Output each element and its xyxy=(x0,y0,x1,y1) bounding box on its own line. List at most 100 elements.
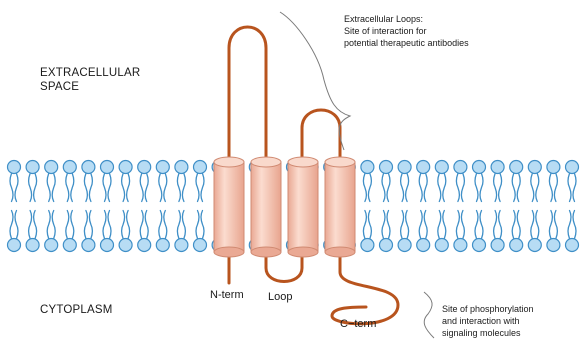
extracellular-loops-brace xyxy=(280,12,350,150)
lipid-tail xyxy=(34,174,37,202)
lipid-head xyxy=(417,161,430,174)
lipid-head xyxy=(380,239,393,252)
lipid-tail xyxy=(531,174,534,202)
lipid-tail xyxy=(201,211,204,239)
lipid-tail xyxy=(140,211,143,239)
lipid-tail xyxy=(406,174,409,202)
lipid-tail xyxy=(29,174,32,202)
lipid-head xyxy=(510,239,523,252)
cytoplasm-label: CYTOPLASM xyxy=(40,304,113,316)
lipid-tail xyxy=(401,211,404,239)
lipid-tail xyxy=(122,211,125,239)
helix-body xyxy=(214,162,244,252)
helix-bottom-cap xyxy=(214,247,244,257)
lipid-tail xyxy=(475,211,478,239)
c-term-label: C−term xyxy=(340,318,376,330)
helix-bottom-cap xyxy=(251,247,281,257)
lipid-tail xyxy=(480,211,483,239)
lipid-tail xyxy=(127,211,130,239)
lipid-tail xyxy=(494,211,497,239)
lipid-tail xyxy=(461,174,464,202)
lipid-tail xyxy=(34,211,37,239)
lipid-head xyxy=(138,161,151,174)
lipid-head xyxy=(26,161,39,174)
lipid-head xyxy=(156,239,169,252)
lipid-head xyxy=(454,239,467,252)
lipid-tail xyxy=(536,174,539,202)
lipid-tail xyxy=(10,211,13,239)
lipid-tail xyxy=(363,211,366,239)
lipid-head xyxy=(491,161,504,174)
lipid-head xyxy=(101,161,114,174)
lipid-head xyxy=(63,161,76,174)
lipid-head xyxy=(194,239,207,252)
lipid-tail xyxy=(554,174,557,202)
lipid-tail xyxy=(494,174,497,202)
lipid-tail xyxy=(517,211,520,239)
lipid-tail xyxy=(387,174,390,202)
c-term-tail xyxy=(332,248,398,324)
lipid-head xyxy=(417,239,430,252)
helix-1 xyxy=(214,157,244,257)
lipid-head xyxy=(566,239,579,252)
lipid-head xyxy=(26,239,39,252)
lipid-tail xyxy=(443,174,446,202)
lipid-tail xyxy=(164,174,167,202)
lipid-head xyxy=(361,239,374,252)
lipid-tail xyxy=(549,174,552,202)
lipid-tail xyxy=(363,174,366,202)
lipid-tail xyxy=(382,174,385,202)
transmembrane-helices xyxy=(214,157,355,257)
lipid-head xyxy=(45,239,58,252)
lipid-tail xyxy=(549,211,552,239)
lipid-head xyxy=(194,161,207,174)
lipid-head xyxy=(510,161,523,174)
lipid-tail xyxy=(145,211,148,239)
lipid-tail xyxy=(15,174,18,202)
lipid-head xyxy=(8,239,21,252)
lipid-tail xyxy=(177,174,180,202)
lipid-tail xyxy=(406,211,409,239)
lipid-tail xyxy=(89,211,92,239)
lipid-tail xyxy=(512,211,515,239)
lipid-tail xyxy=(573,174,576,202)
lipid-tail xyxy=(47,211,50,239)
lipid-tail xyxy=(387,211,390,239)
lipid-tail xyxy=(196,174,199,202)
lipid-tail xyxy=(127,174,130,202)
lipid-head xyxy=(175,239,188,252)
lipid-tail xyxy=(456,174,459,202)
helix-top-cap xyxy=(251,157,281,167)
lipid-tail xyxy=(419,211,422,239)
lipid-head xyxy=(454,161,467,174)
helix-body xyxy=(288,162,318,252)
lipid-tail xyxy=(499,174,502,202)
lipid-head xyxy=(491,239,504,252)
extracellular-loop-1 xyxy=(229,27,266,165)
lipid-tail xyxy=(568,174,571,202)
lipid-head xyxy=(398,161,411,174)
lipid-tail xyxy=(456,211,459,239)
lipid-tail xyxy=(108,211,111,239)
lipid-tail xyxy=(419,174,422,202)
lipid-tail xyxy=(29,211,32,239)
helix-body xyxy=(251,162,281,252)
lipid-tail xyxy=(554,211,557,239)
lipid-tail xyxy=(71,174,74,202)
lipid-head xyxy=(528,161,541,174)
lipid-tail xyxy=(140,174,143,202)
lipid-tail xyxy=(461,211,464,239)
extracellular-loops-title: Extracellular Loops: xyxy=(344,14,423,24)
lipid-tail xyxy=(10,174,13,202)
lipid-tail xyxy=(182,211,185,239)
lipid-tail xyxy=(368,174,371,202)
lipid-tail xyxy=(438,174,441,202)
lipid-tail xyxy=(122,174,125,202)
lipid-head xyxy=(82,239,95,252)
lipid-head xyxy=(361,161,374,174)
lipid-tail xyxy=(52,211,55,239)
lipid-head xyxy=(566,161,579,174)
helix-4 xyxy=(325,157,355,257)
lipid-tail xyxy=(103,174,106,202)
